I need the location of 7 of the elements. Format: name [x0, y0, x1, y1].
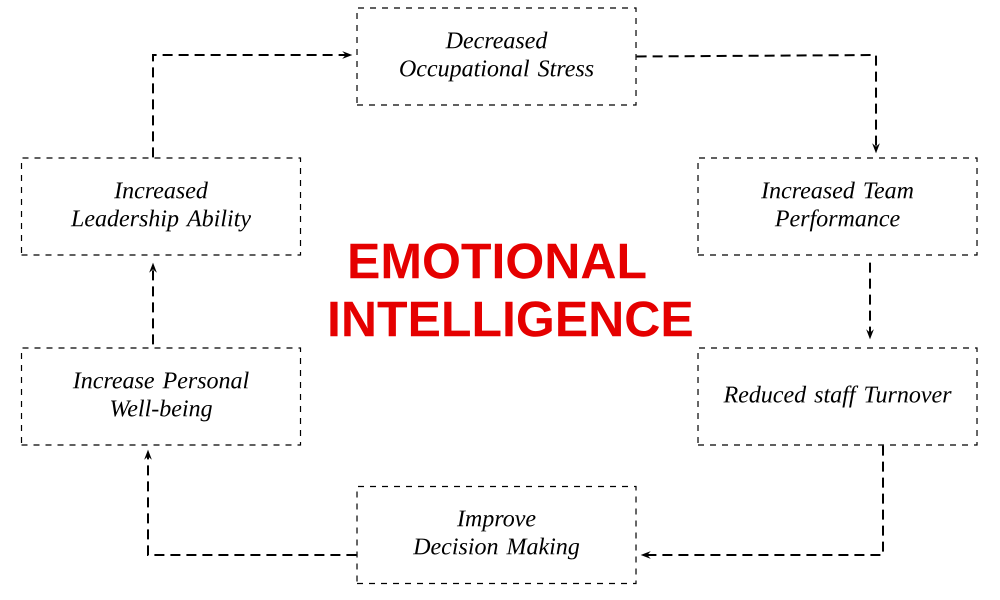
process-box: Improve Decision Making [356, 486, 637, 584]
process-box: Increased Team Performance [697, 157, 978, 256]
title: EMOTIONAL INTELLIGENCE [330, 243, 692, 337]
process-box: Increased Leadership Ability [20, 157, 302, 256]
process-box: Decreased Occupational Stress [356, 7, 637, 106]
process-box: Reduced staff Turnover [697, 347, 978, 446]
process-box: Increase Personal Well-being [20, 347, 302, 446]
